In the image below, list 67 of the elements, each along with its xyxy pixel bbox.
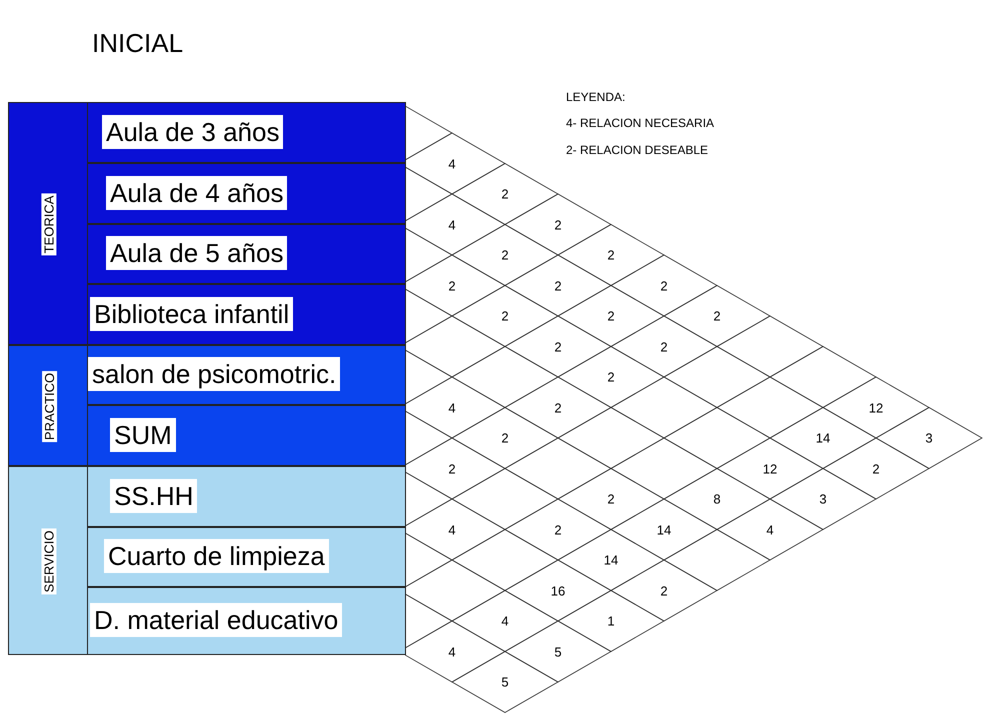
diagram-title: INICIAL (92, 28, 184, 58)
relation-value: 2 (607, 248, 615, 262)
relation-value: 2 (872, 461, 880, 476)
relation-value: 2 (501, 248, 509, 262)
relation-value: 3 (925, 430, 933, 446)
relation-value: 14 (604, 552, 618, 568)
relation-value: 2 (448, 461, 456, 476)
relation-value: 2 (554, 339, 562, 354)
category-cell (8, 102, 88, 345)
relation-value: 2 (660, 278, 668, 293)
room-cell (87, 405, 406, 466)
category-label: PRACTICO (42, 370, 57, 442)
category-cell (8, 466, 88, 655)
room-label: SUM (110, 418, 176, 452)
relation-value: 2 (607, 308, 615, 324)
relation-value: 4 (448, 400, 456, 415)
room-label: Aula de 3 años (102, 114, 284, 148)
category-cell (8, 345, 88, 466)
relation-value: 4 (766, 522, 774, 537)
relation-value: 2 (607, 492, 615, 506)
relation-value: 2 (501, 186, 509, 202)
relation-value: 12 (762, 461, 778, 476)
relation-value: 2 (554, 278, 562, 293)
relation-value: 14 (656, 522, 672, 537)
relation-value: 2 (501, 308, 509, 324)
room-cell (87, 102, 406, 163)
room-cell (87, 224, 406, 284)
room-label: Aula de 5 años (106, 236, 288, 270)
room-cell (87, 284, 406, 345)
category-label: SERVICIO (41, 528, 56, 594)
relation-value: 2 (554, 400, 562, 415)
relation-value: 2 (554, 522, 562, 537)
relation-value: 4 (448, 156, 456, 171)
room-cell (87, 527, 406, 587)
room-label: salon de psicomotric. (88, 357, 340, 391)
category-label: TEORICA (41, 194, 56, 256)
relation-value: 2 (660, 339, 668, 354)
legend-heading: LEYENDA: (566, 90, 626, 104)
room-label: Aula de 4 años (106, 176, 288, 210)
relation-value: 5 (501, 674, 509, 690)
relation-value: 3 (819, 492, 827, 506)
relation-value: 8 (713, 492, 721, 506)
relation-value: 1 (607, 614, 615, 628)
relation-value: 14 (816, 430, 830, 446)
relation-value: 12 (868, 400, 884, 415)
room-cell (87, 587, 406, 655)
relation-value: 4 (448, 522, 456, 537)
room-label: Biblioteca infantil (90, 296, 294, 330)
relation-value: 2 (501, 430, 509, 446)
relation-value: 2 (607, 370, 615, 384)
room-label: SS.HH (110, 478, 198, 512)
legend-entry: 4- RELACION NECESARIA (566, 116, 714, 130)
room-label: D. material educativo (90, 603, 342, 637)
room-cell (87, 466, 406, 527)
relation-value: 2 (448, 278, 456, 293)
relation-value: 4 (448, 217, 456, 232)
relation-value: 4 (501, 614, 509, 628)
room-cell (87, 345, 406, 405)
room-label: Cuarto de limpieza (104, 539, 329, 573)
legend-entry: 2- RELACION DESEABLE (566, 143, 708, 157)
relation-value: 2 (713, 308, 721, 324)
relation-value: 2 (554, 217, 562, 232)
relation-value: 2 (660, 583, 668, 598)
relation-value: 4 (448, 644, 456, 659)
room-cell (87, 163, 406, 224)
relation-value: 16 (550, 583, 566, 598)
relation-value: 5 (554, 644, 562, 659)
